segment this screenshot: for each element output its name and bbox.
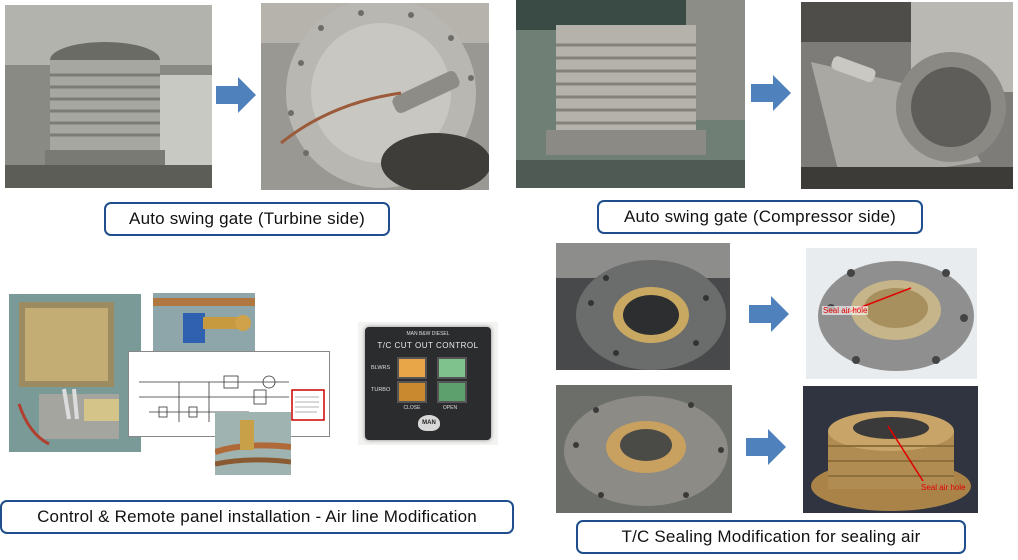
turbine-photo-after	[261, 3, 489, 190]
compressor-photo-before	[516, 0, 745, 188]
arrow-right-icon	[751, 75, 791, 111]
air-line-pipe-photo	[215, 412, 291, 475]
panel-title: T/C CUT OUT CONTROL	[377, 341, 479, 350]
man-logo-text: MAN	[422, 420, 436, 426]
turbo-open-lamp	[437, 381, 467, 403]
blowers-open-lamp	[437, 357, 467, 379]
seal-plate-photo-after-bottom: Seal air hole	[803, 386, 978, 513]
caption-turbine-side: Auto swing gate (Turbine side)	[104, 202, 390, 236]
remote-panel: MAN B&W DIESEL T/C CUT OUT CONTROL BLWRS…	[358, 322, 498, 445]
seal-plate-photo-before-top	[556, 243, 730, 370]
panel-label-row1: BLWRS	[371, 365, 391, 371]
panel-brand: MAN B&W DIESEL	[406, 331, 450, 337]
remote-panel-face: MAN B&W DIESEL T/C CUT OUT CONTROL BLWRS…	[365, 327, 491, 440]
panel-label-col2: OPEN	[442, 405, 458, 411]
man-logo: MAN	[418, 415, 440, 431]
air-line-valve-photo	[153, 293, 255, 357]
caption-compressor-side: Auto swing gate (Compressor side)	[597, 200, 923, 234]
seal-air-hole-label-top: Seal air hole	[822, 306, 869, 315]
compressor-photo-after	[801, 2, 1013, 189]
blowers-close-lamp	[397, 357, 427, 379]
caption-control-panel: Control & Remote panel installation - Ai…	[0, 500, 514, 534]
control-panel-photo	[9, 294, 141, 452]
caption-sealing-modification: T/C Sealing Modification for sealing air	[576, 520, 966, 554]
panel-label-row2: TURBO	[371, 387, 391, 393]
seal-plate-photo-before-bottom	[556, 385, 732, 513]
arrow-right-icon	[746, 429, 786, 465]
panel-label-col1: CLOSE	[403, 405, 421, 411]
turbine-photo-before	[5, 5, 212, 188]
turbo-close-lamp	[397, 381, 427, 403]
seal-plate-photo-after-top: Seal air hole	[806, 248, 977, 379]
arrow-right-icon	[216, 77, 256, 113]
arrow-right-icon	[749, 296, 789, 332]
seal-air-hole-label-bottom: Seal air hole	[921, 483, 966, 492]
